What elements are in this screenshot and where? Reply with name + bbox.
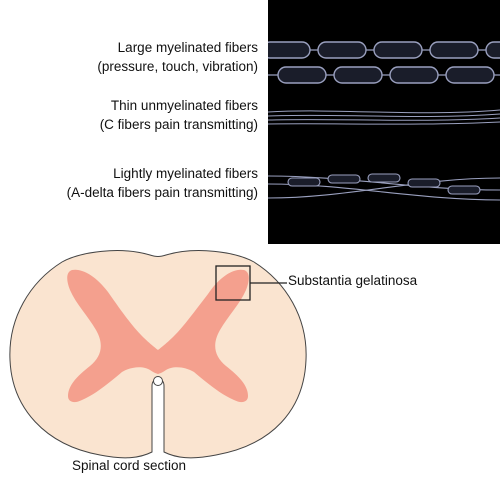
thin-myelin-segment <box>447 185 481 195</box>
spinal-cord-diagram <box>9 250 307 459</box>
c-fiber <box>268 117 500 121</box>
central-canal <box>153 376 163 386</box>
thin-myelin-segment <box>287 177 321 187</box>
large-fiber-title: Large myelinated fibers <box>117 40 258 55</box>
thin-myelin-segment <box>367 173 401 183</box>
thin-myelin-segment <box>407 178 441 188</box>
myelin-segment <box>317 41 367 59</box>
substantia-gelatinosa-label: Substantia gelatinosa <box>288 273 418 288</box>
myelin-segment <box>268 41 311 59</box>
myelin-segment <box>485 41 500 59</box>
myelin-segment <box>373 41 423 59</box>
gray-matter <box>67 269 249 403</box>
large-fiber-label: Large myelinated fibers (pressure, touch… <box>97 38 258 76</box>
thin-fiber-desc: (C fibers pain transmitting) <box>99 117 258 132</box>
myelin-segment <box>333 66 383 84</box>
light-fiber-title: Lightly myelinated fibers <box>113 166 258 181</box>
light-fiber-label: Lightly myelinated fibers (A-delta fiber… <box>67 164 258 202</box>
c-fiber <box>268 121 500 125</box>
myelin-segment <box>277 66 327 84</box>
a-delta-fiber <box>268 177 500 199</box>
large-fiber-desc: (pressure, touch, vibration) <box>97 59 258 74</box>
light-fiber-desc: (A-delta fibers pain transmitting) <box>66 185 258 200</box>
fiber-illustration-panel <box>268 0 500 244</box>
c-fiber <box>268 113 500 118</box>
myelin-segment <box>389 66 439 84</box>
c-fiber <box>268 109 500 114</box>
fiber-group <box>268 41 500 201</box>
myelin-segment <box>445 66 495 84</box>
spinal-cord-caption: Spinal cord section <box>72 458 187 473</box>
myelin-segment <box>429 41 479 59</box>
thin-fiber-title: Thin unmyelinated fibers <box>110 98 258 113</box>
thin-fiber-label: Thin unmyelinated fibers (C fibers pain … <box>100 96 258 134</box>
thin-myelin-segment <box>327 174 361 184</box>
panel-background <box>268 0 500 244</box>
